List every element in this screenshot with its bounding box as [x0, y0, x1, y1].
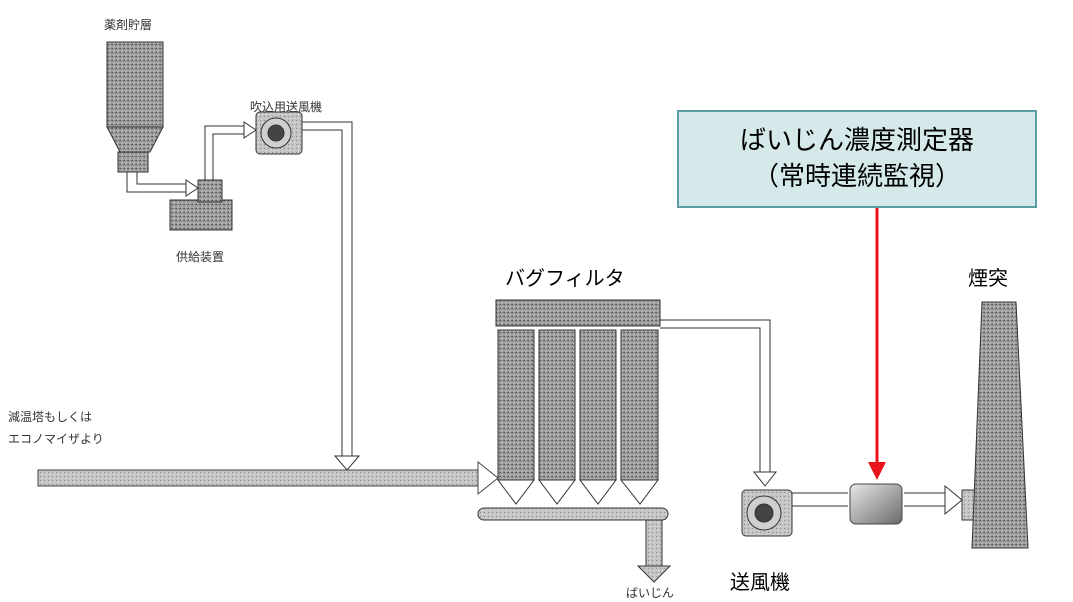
injection-blower	[255, 111, 303, 155]
chemical-storage-label: 薬剤貯層	[104, 18, 153, 32]
pipe-blower-to-duct	[302, 121, 361, 471]
pipe-filter-to-fan	[660, 319, 778, 487]
chimney	[961, 301, 1029, 549]
bag-filter	[477, 299, 669, 521]
chemical-storage-hopper	[106, 41, 164, 173]
callout-title: ばいじん濃度測定器	[739, 126, 974, 156]
induced-draft-fan	[741, 489, 793, 537]
pipe-hopper-to-supply	[126, 172, 199, 197]
callout-subtitle: （常時連続監視）	[752, 162, 961, 192]
supply-device-label: 供給装置	[176, 250, 225, 264]
indicator-arrow	[868, 208, 886, 480]
chimney-label: 煙突	[968, 266, 1008, 290]
supply-device	[169, 179, 233, 231]
inlet-label-line1: 減温塔もしくは	[8, 410, 93, 424]
pipe-fan-to-chimney	[792, 484, 963, 516]
fan-label: 送風機	[730, 570, 790, 594]
inlet-label-line2: エコノマイザより	[8, 432, 104, 446]
injection-blower-label: 吹込用送風機	[250, 100, 323, 114]
inlet-duct	[37, 460, 499, 496]
dust-outlet-arrow	[636, 519, 672, 583]
bag-filter-label: バグフィルタ	[505, 266, 625, 290]
dust-meter-callout: ばいじん濃度測定器 （常時連続監視）	[677, 110, 1037, 208]
dust-label: ばいじん	[626, 586, 675, 600]
dust-meter-box	[849, 483, 903, 525]
pipe-supply-to-blower	[204, 121, 257, 180]
